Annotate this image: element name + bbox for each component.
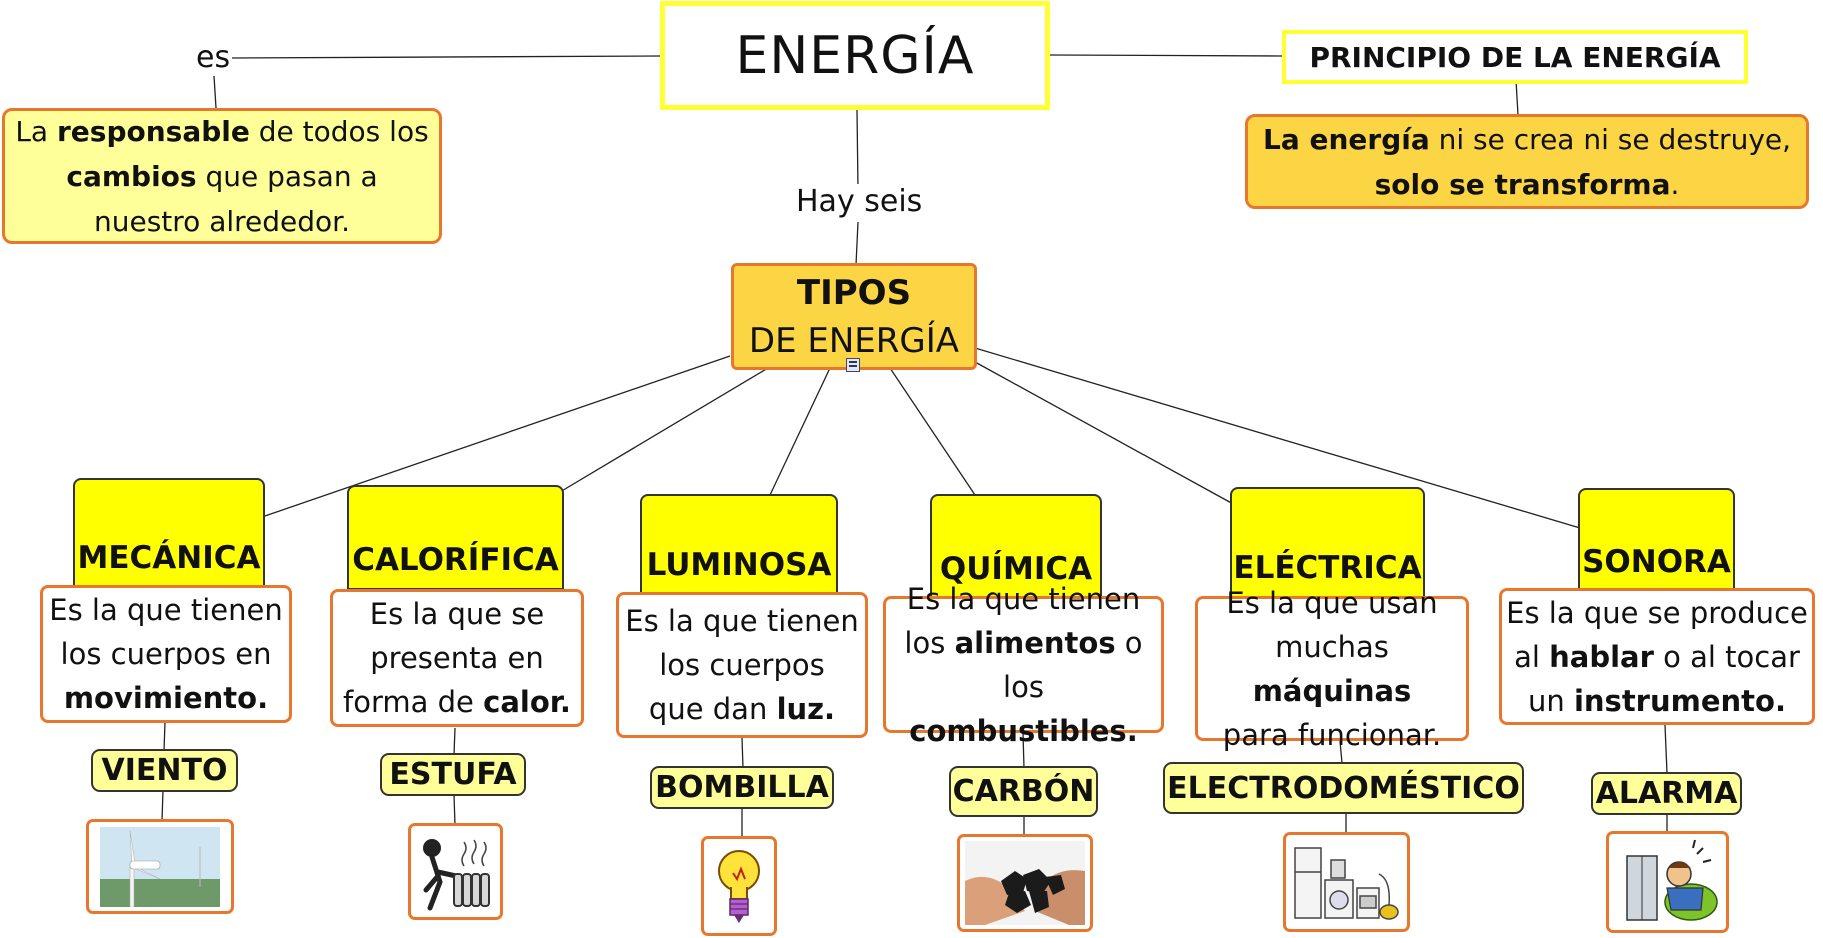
- type-description-sonora: Es la que se produce al hablar o al toca…: [1499, 588, 1815, 725]
- desc-keyword-2: combustibles: [909, 713, 1127, 748]
- desc-keyword-1: alimentos: [954, 625, 1116, 660]
- desc-line-2-end: o al tocar: [1653, 639, 1800, 674]
- example-chip-carbon: CARBÓN: [949, 766, 1098, 817]
- example-label: ELECTRODOMÉSTICO: [1167, 770, 1520, 806]
- heater-icon: [422, 838, 490, 910]
- example-image-bombilla: [701, 836, 777, 936]
- desc-end: .: [1126, 713, 1138, 748]
- definition-node: La responsable de todos los cambios que …: [2, 108, 442, 244]
- example-image-carbon: [957, 834, 1093, 932]
- example-image-alarma: [1606, 831, 1729, 933]
- example-chip-viento: VIENTO: [91, 749, 238, 792]
- desc-line-3: un: [1527, 683, 1574, 718]
- desc-line-1: Es la que se: [369, 597, 545, 631]
- desc-keyword-1: hablar: [1549, 639, 1654, 674]
- desc-line-2: al: [1514, 639, 1550, 674]
- type-tab-luminosa: LUMINOSA: [640, 494, 838, 595]
- desc-keyword-2: instrumento: [1573, 683, 1775, 718]
- type-name: ELÉCTRICA: [1233, 550, 1422, 586]
- type-name: QUÍMICA: [939, 551, 1093, 587]
- example-chip-bombilla: BOMBILLA: [650, 766, 834, 809]
- desc-line-2: muchas: [1275, 629, 1389, 664]
- type-name: LUMINOSA: [646, 547, 832, 583]
- type-name: MECÁNICA: [77, 540, 261, 576]
- title-node: ENERGÍA: [660, 1, 1050, 110]
- desc-line-3: los: [1003, 669, 1044, 704]
- desc-line-1: Es la que tienen: [49, 593, 283, 627]
- example-label: BOMBILLA: [655, 770, 829, 805]
- desc-line-2: los cuerpos: [659, 648, 825, 682]
- desc-keyword: movimiento: [63, 681, 258, 715]
- tipos-line-1: TIPOS: [796, 272, 912, 313]
- principle-keyword-energia: La energía: [1262, 122, 1430, 156]
- alarm-icon: [1625, 839, 1718, 921]
- example-chip-alarma: ALARMA: [1591, 772, 1742, 815]
- desc-line-1: Es la que usan: [1226, 585, 1438, 620]
- type-description-luminosa: Es la que tienen los cuerpos que dan luz…: [616, 592, 868, 738]
- example-label: ALARMA: [1595, 776, 1738, 811]
- type-description-mecanica: Es la que tienen los cuerpos en movimien…: [40, 585, 292, 723]
- example-chip-estufa: ESTUFA: [380, 753, 526, 796]
- principle-keyword-transforma: solo se transforma: [1374, 167, 1671, 201]
- note-icon[interactable]: [846, 358, 860, 372]
- link-label-hay-seis: Hay seis: [796, 184, 923, 219]
- definition-keyword-cambios: cambios: [66, 159, 197, 193]
- desc-end: .: [257, 681, 269, 715]
- type-tab-mecanica: MECÁNICA: [73, 478, 265, 588]
- example-image-viento: [86, 819, 234, 914]
- wind-turbine-icon: [100, 826, 220, 907]
- principle-title-node: PRINCIPIO DE LA ENERGÍA: [1282, 30, 1748, 84]
- example-label: ESTUFA: [389, 757, 517, 792]
- desc-keyword: calor: [483, 685, 560, 719]
- type-description-quimica: Es la que tienen los alimentos o los com…: [883, 582, 1164, 748]
- definition-text-3: que pasan a nuestro alrededor.: [93, 159, 378, 238]
- desc-line-3: para funcionar.: [1222, 717, 1442, 752]
- tipos-node: TIPOS DE ENERGÍA: [731, 263, 977, 370]
- type-name: SONORA: [1582, 544, 1731, 580]
- link-label-es: es: [196, 40, 231, 75]
- type-tab-calorifica: CALORÍFICA: [347, 485, 564, 590]
- type-description-calorifica: Es la que se presenta en forma de calor.: [330, 589, 584, 727]
- example-label: VIENTO: [101, 753, 228, 788]
- desc-line-2: presenta en: [370, 641, 544, 675]
- desc-keyword: máquinas: [1252, 673, 1412, 708]
- type-tab-sonora: SONORA: [1578, 488, 1735, 592]
- definition-keyword-responsable: responsable: [56, 114, 250, 148]
- desc-line-2-end: o: [1115, 625, 1143, 660]
- appliances-icon: [1293, 847, 1399, 920]
- desc-end: .: [1774, 683, 1786, 718]
- principle-title-text: PRINCIPIO DE LA ENERGÍA: [1309, 40, 1721, 74]
- definition-text-1: La: [15, 114, 57, 148]
- desc-keyword: luz: [776, 692, 825, 726]
- example-image-electrodomestico: [1283, 832, 1410, 932]
- principle-statement-node: La energía ni se crea ni se destruye, so…: [1245, 114, 1809, 209]
- desc-end: .: [824, 692, 836, 726]
- desc-line-1: Es la que tienen: [906, 581, 1141, 616]
- desc-line-2: los cuerpos en: [60, 637, 272, 671]
- desc-end: .: [559, 685, 571, 719]
- example-image-estufa: [408, 823, 503, 920]
- desc-line-1: Es la que tienen: [625, 604, 859, 638]
- type-tab-electrica: ELÉCTRICA: [1230, 487, 1425, 598]
- desc-line-2: los: [904, 625, 955, 660]
- definition-text-2: de todos los: [249, 114, 429, 148]
- type-description-electrica: Es la que usan muchas máquinas para func…: [1195, 586, 1469, 752]
- coal-icon: [965, 841, 1085, 925]
- type-name: CALORÍFICA: [352, 542, 559, 578]
- desc-line-3: que dan: [648, 692, 777, 726]
- title-text: ENERGÍA: [735, 25, 975, 86]
- example-chip-electrodomestico: ELECTRODOMÉSTICO: [1163, 762, 1524, 814]
- principle-text-2: .: [1670, 167, 1680, 201]
- example-label: CARBÓN: [952, 774, 1095, 809]
- desc-line-3: forma de: [343, 685, 484, 719]
- tipos-line-2: DE ENERGÍA: [748, 320, 960, 361]
- light-bulb-icon: [718, 850, 760, 923]
- principle-text-1: ni se crea ni se destruye,: [1429, 122, 1792, 156]
- desc-line-1: Es la que se produce: [1506, 595, 1808, 630]
